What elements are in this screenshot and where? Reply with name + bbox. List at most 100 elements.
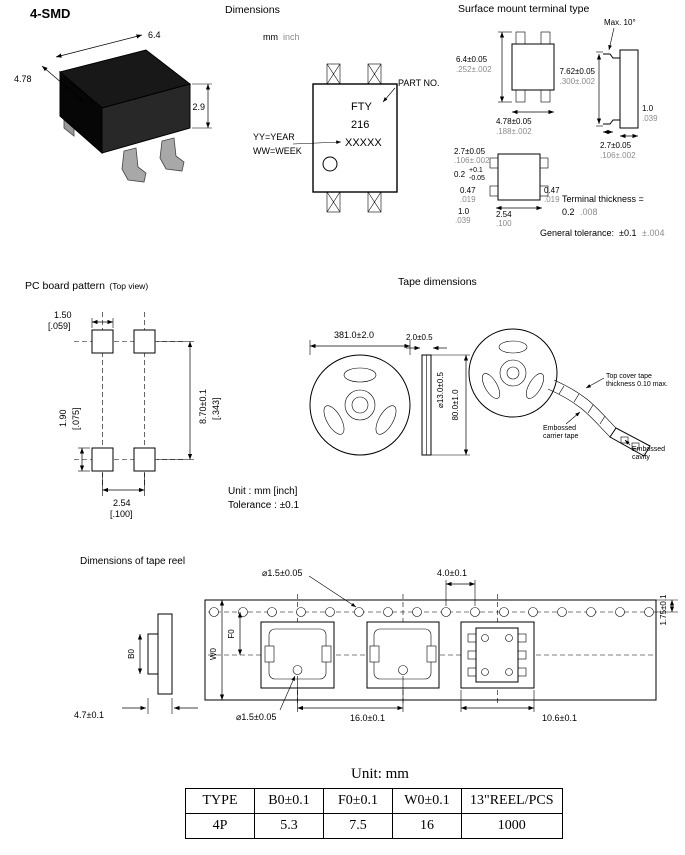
surface-mount-figure: 6.4±0.05 .252±.002 4.78±0.05 .188±.002 M… <box>454 18 664 238</box>
table-header-row: TYPE B0±0.1 F0±0.1 W0±0.1 13"REEL/PCS <box>185 788 563 814</box>
year-code-label: YY=YEAR <box>253 132 295 142</box>
page-title: 4-SMD <box>30 6 71 21</box>
pcb-pad-height-in: [.075] <box>71 407 81 430</box>
general-tolerance-mm: ±0.1 <box>619 228 636 238</box>
package-outline-figure: mm inch FTY 216 XXXXX PART NO. YY=YEAR W… <box>253 32 440 213</box>
header-f0: F0±0.1 <box>323 788 393 814</box>
units-inch-label: inch <box>283 32 300 42</box>
smt-total-width-mm: 7.62±0.05 <box>559 67 595 76</box>
flange-width-label: 80.0±1.0 <box>451 389 460 421</box>
pcb-pad-width-mm: 1.50 <box>54 310 72 320</box>
smt-max-angle: Max. 10° <box>604 18 636 27</box>
pcb-pad-height-mm: 1.90 <box>58 409 68 427</box>
tape-strip-dimension-lines <box>219 575 678 712</box>
smt-standoff-mm: 0.2 <box>454 170 466 179</box>
smt-pitch-mm: 2.54 <box>496 210 512 219</box>
hub-diameter-label: ⌀13.0±0.5 <box>436 372 445 408</box>
f0-label: F0 <box>227 629 236 639</box>
pcb-pattern-figure: 1.50 [.059] 1.90 [.075] 8.70±0.1 [.343] … <box>48 310 300 519</box>
reel-diameter-label: 381.0±2.0 <box>334 330 374 340</box>
cell-f0: 7.5 <box>323 813 393 839</box>
marking-line-1: FTY <box>351 101 372 113</box>
cavity-note-line2: cavity <box>632 454 650 461</box>
cavity-note-line1: Embossed <box>632 446 665 453</box>
edge-distance-label: 1.75±0.1 <box>659 594 668 626</box>
general-tolerance-label: General tolerance: <box>540 228 614 238</box>
smt-side-view <box>596 27 639 139</box>
smt-lead-mm: 1.0 <box>642 104 654 113</box>
smt-body-width-in: .252±.002 <box>456 65 492 74</box>
reel-front-view <box>309 340 411 456</box>
smt-lead-width-mm: 0.47 <box>460 186 476 195</box>
dimensions-section-title: Dimensions <box>225 4 280 16</box>
smt-height-mm: 2.7±0.05 <box>600 141 632 150</box>
smt-lead-width-in: .019 <box>460 195 476 204</box>
b0-label: B0 <box>127 649 136 659</box>
smt-height-in: .106±.002 <box>600 151 636 160</box>
table-data-row: 4P 5.3 7.5 16 1000 <box>185 813 563 839</box>
tape-width-label: 2.0±0.5 <box>406 333 433 342</box>
smt-total-width-in: .300±.002 <box>559 77 595 86</box>
smt-lead-width2-in: .019 <box>544 195 560 204</box>
tape-cavity-3-with-component <box>460 621 535 689</box>
smt-pad-height-in: .106±.002 <box>454 156 490 165</box>
terminal-thickness-in: .008 <box>580 207 598 217</box>
cell-b0: 5.3 <box>254 813 324 839</box>
marking-line-3: XXXXX <box>345 137 382 149</box>
week-code-label: WW=WEEK <box>253 146 302 156</box>
terminal-thickness-label: Terminal thickness = <box>562 194 644 204</box>
dim-height-label: 2.9 <box>192 102 205 112</box>
cover-tape-note-line1: Top cover tape <box>606 373 652 380</box>
pcb-unit-note: Unit : mm [inch] <box>228 486 298 497</box>
table-unit-label: Unit: mm <box>351 766 409 782</box>
pcb-section-title-row: PC board pattern (Top view) <box>25 276 148 294</box>
header-reel-pcs: 13"REEL/PCS <box>461 788 563 814</box>
tape-dimensions-figure: 381.0±2.0 2.0±0.5 ⌀13.0±0.5 80.0±1.0 Top… <box>309 328 668 461</box>
terminal-thickness-mm: 0.2 <box>562 207 575 217</box>
pcb-dimension-lines <box>78 318 194 496</box>
package-3d-dimension-lines <box>41 34 212 129</box>
sprocket-hole-dia-label: ⌀1.5±0.05 <box>262 568 302 578</box>
cover-tape-note-line2: thickness 0.10 max. <box>606 381 668 388</box>
tape-height-label: 4.7±0.1 <box>74 710 104 720</box>
surface-mount-section-title: Surface mount terminal type <box>458 3 590 15</box>
carrier-tape-note-line2: carrier tape <box>543 433 579 440</box>
dim-length-label: 6.4 <box>148 30 161 40</box>
reel-perspective-view <box>468 328 651 457</box>
general-tolerance-in: ±.004 <box>642 228 664 238</box>
cell-reel-pcs: 1000 <box>461 813 563 839</box>
marking-line-2: 216 <box>351 119 369 131</box>
pcb-centerlines <box>74 312 186 488</box>
cavity-pitch-label: 16.0±0.1 <box>350 713 385 723</box>
center-hole-dia-label: ⌀1.5±0.05 <box>236 712 276 722</box>
smt-body-length-in: .188±.002 <box>496 127 532 136</box>
pcb-pad-width-in: [.059] <box>48 321 71 331</box>
smt-lead-width2-mm: 0.47 <box>544 186 560 195</box>
header-w0: W0±0.1 <box>392 788 462 814</box>
reel-section-title: Dimensions of tape reel <box>80 556 186 567</box>
tape-section-title: Tape dimensions <box>398 276 477 288</box>
smt-pitch-in: .100 <box>496 219 512 228</box>
pcb-section-title: PC board pattern <box>25 280 105 292</box>
smt-standoff-tol-plus: +0.1 <box>469 167 483 174</box>
smt-body-length-mm: 4.78±0.05 <box>496 117 532 126</box>
part-no-label: PART NO. <box>398 78 440 88</box>
cell-w0: 16 <box>392 813 462 839</box>
pcb-row-pitch-in: [.343] <box>211 397 221 420</box>
pin1-marker-circle <box>322 156 338 172</box>
smt-foot-mm: 1.0 <box>458 207 470 216</box>
pcb-section-subtitle: (Top view) <box>109 281 149 291</box>
smt-foot-in: .039 <box>455 216 471 225</box>
smt-lead-in: .039 <box>642 114 658 123</box>
header-type: TYPE <box>185 788 255 814</box>
smt-pad-height-mm: 2.7±0.05 <box>454 147 486 156</box>
cell-type: 4P <box>185 813 255 839</box>
smt-bottom-view <box>489 153 549 211</box>
w0-label: W0 <box>209 647 218 660</box>
reel-side-view <box>406 345 470 456</box>
smt-top-view <box>498 31 555 115</box>
package-3d-figure: 4.78 6.4 2.9 <box>14 30 212 183</box>
sprocket-pitch-label: 4.0±0.1 <box>437 568 467 578</box>
carrier-tape-note-line1: Embossed <box>543 425 576 432</box>
pcb-col-pitch-mm: 2.54 <box>113 498 131 508</box>
